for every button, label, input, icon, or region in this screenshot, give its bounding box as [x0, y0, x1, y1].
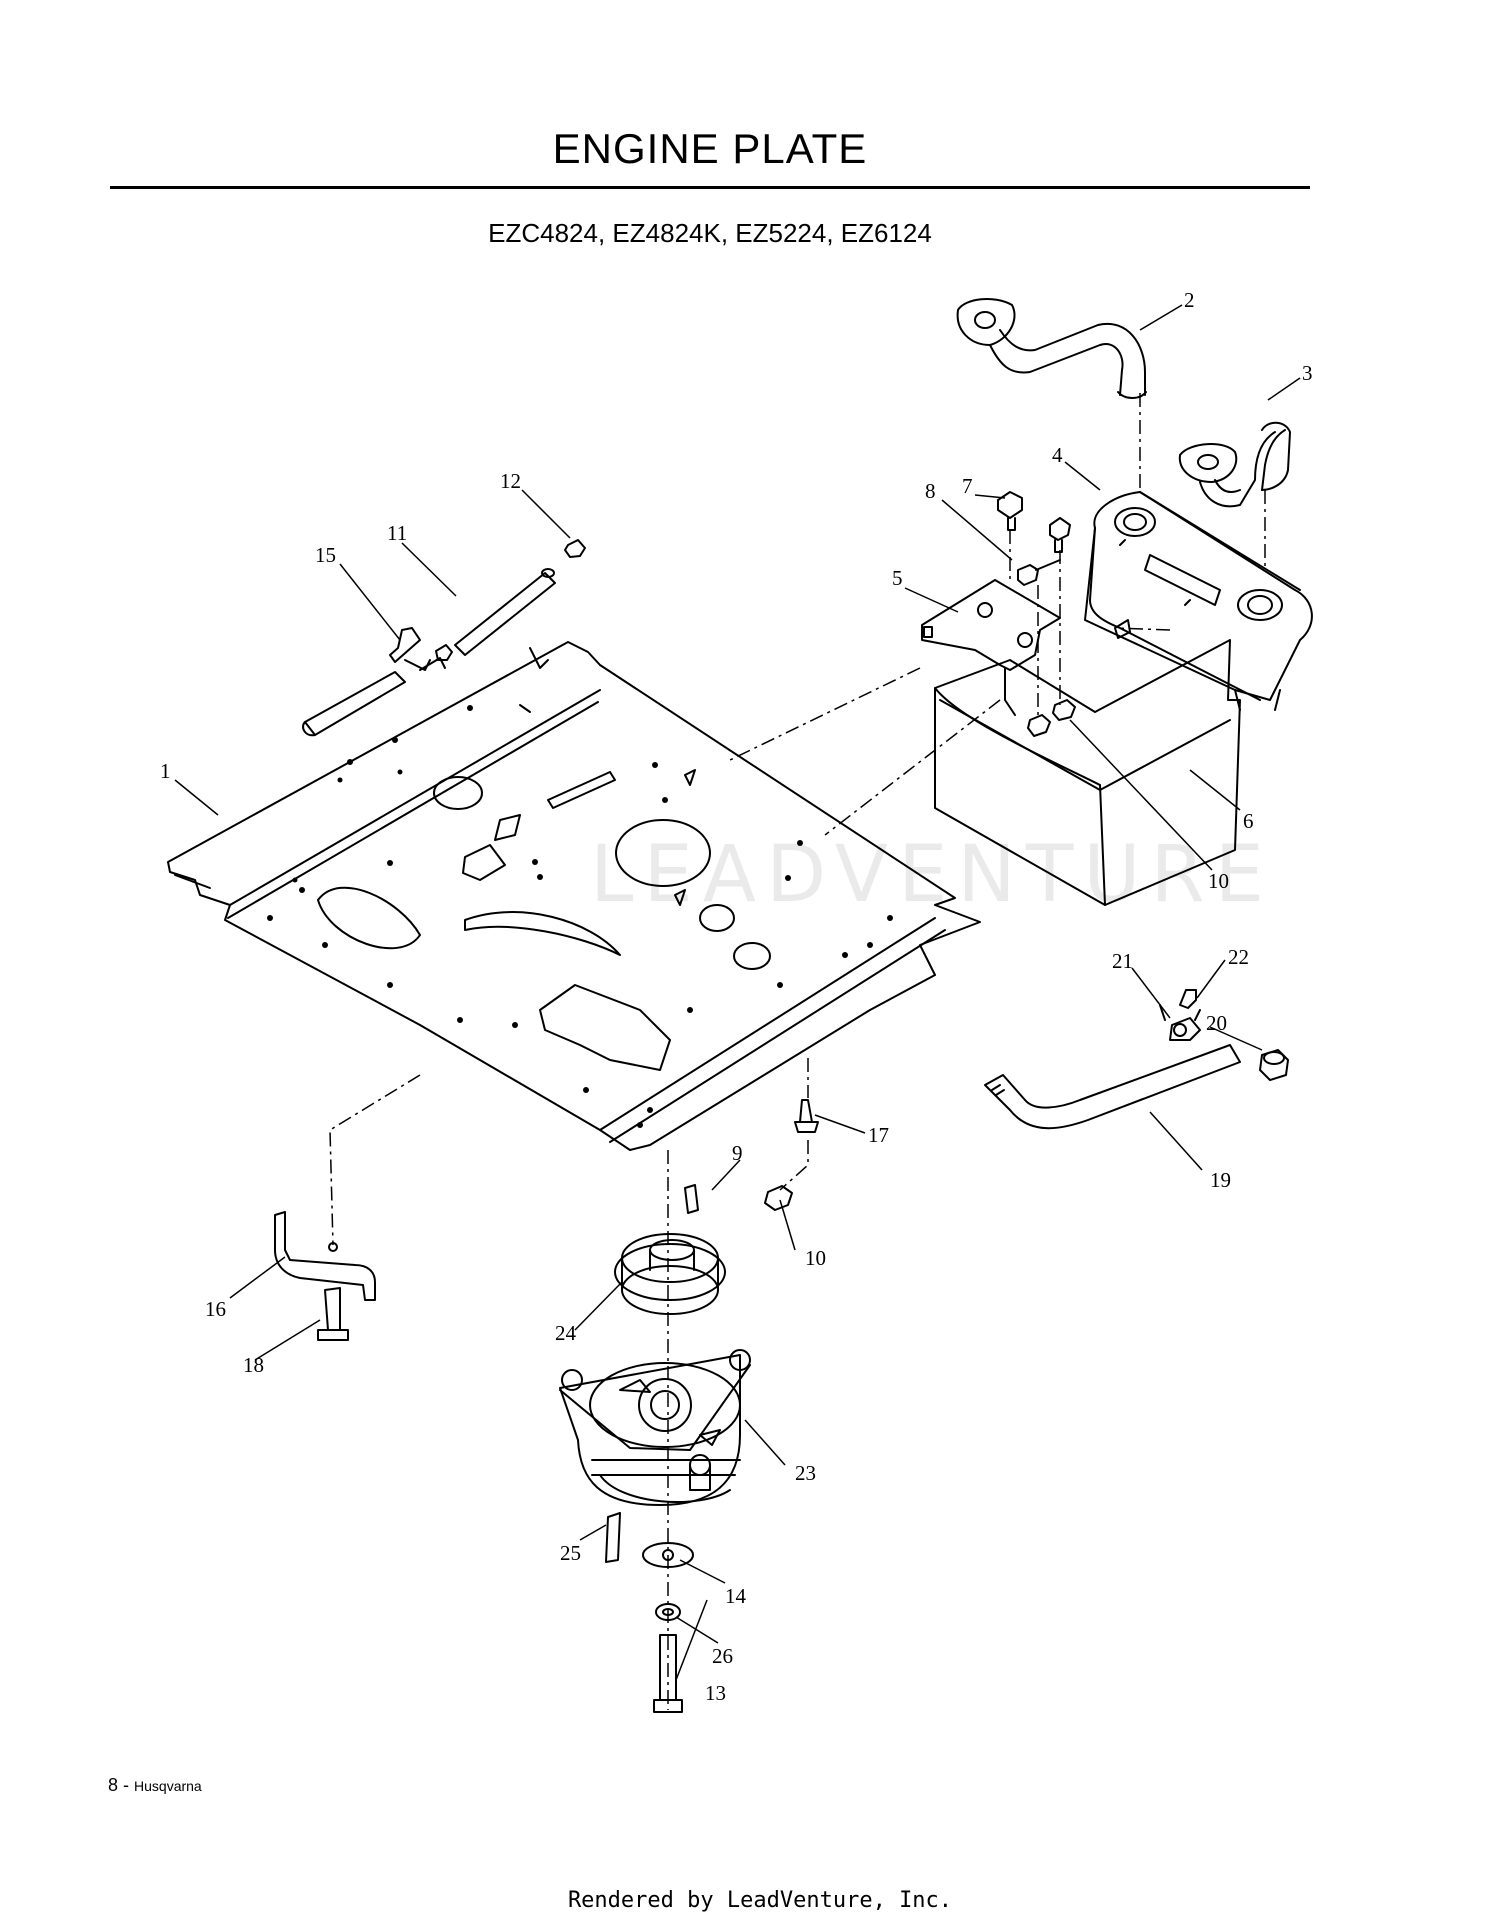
- muffler-part: [1084, 491, 1313, 711]
- callout-1: 1: [160, 759, 171, 783]
- title-rule: [110, 186, 1310, 189]
- fuel-line-parts: [302, 539, 586, 737]
- bracket-16-part: [274, 1211, 376, 1341]
- callout-21: 21: [1112, 949, 1133, 973]
- hardware-17-10-9: [684, 1099, 819, 1214]
- page-title: ENGINE PLATE: [552, 125, 868, 172]
- callout-5: 5: [892, 566, 903, 590]
- callout-7: 7: [962, 474, 973, 498]
- callout-11: 11: [387, 521, 407, 545]
- page-number: 8: [108, 1775, 119, 1795]
- callout-15: 15: [315, 543, 336, 567]
- callout-3: 3: [1302, 361, 1313, 385]
- muffler-bracket-part: [921, 579, 1061, 716]
- callout-4: 4: [1052, 443, 1063, 467]
- callout-20: 20: [1206, 1011, 1227, 1035]
- clutch-hardware: [605, 1512, 694, 1713]
- callout-24: 24: [555, 1321, 577, 1345]
- callout-8: 8: [925, 479, 936, 503]
- callout-23: 23: [795, 1461, 816, 1485]
- callout-6: 6: [1243, 809, 1254, 833]
- callout-22: 22: [1228, 945, 1249, 969]
- callout-10a: 10: [1208, 869, 1229, 893]
- render-credit: Rendered by LeadVenture, Inc.: [567, 1888, 953, 1913]
- callout-13: 13: [705, 1681, 726, 1705]
- pulley-part: [614, 1233, 726, 1315]
- page-footer: 8 - Husqvarna: [108, 1775, 202, 1796]
- callout-2: 2: [1184, 288, 1195, 312]
- pto-clutch-part: [559, 1349, 751, 1506]
- callout-16: 16: [205, 1297, 226, 1321]
- exhaust-pipe-part-3: [1178, 421, 1291, 508]
- model-list: EZC4824, EZ4824K, EZ5224, EZ6124: [488, 218, 932, 248]
- heat-shield-part: [934, 639, 1241, 906]
- footer-separator: -: [118, 1775, 135, 1795]
- fuel-hose-parts: [984, 989, 1289, 1130]
- callout-26: 26: [712, 1644, 733, 1668]
- exhaust-pipe-part: [956, 298, 1147, 399]
- callout-25: 25: [560, 1541, 581, 1565]
- callout-17: 17: [868, 1123, 889, 1147]
- callout-19: 19: [1210, 1168, 1231, 1192]
- callout-14: 14: [725, 1584, 747, 1608]
- callout-10b: 10: [805, 1246, 826, 1270]
- callout-9: 9: [732, 1141, 743, 1165]
- engine-plate-part: [167, 641, 981, 1151]
- muffler-fasteners: [997, 491, 1131, 737]
- brand-name: Husqvarna: [134, 1778, 202, 1794]
- leadventure-watermark: LEADVENTURE: [590, 830, 1274, 920]
- callout-18: 18: [243, 1353, 264, 1377]
- callout-12: 12: [500, 469, 521, 493]
